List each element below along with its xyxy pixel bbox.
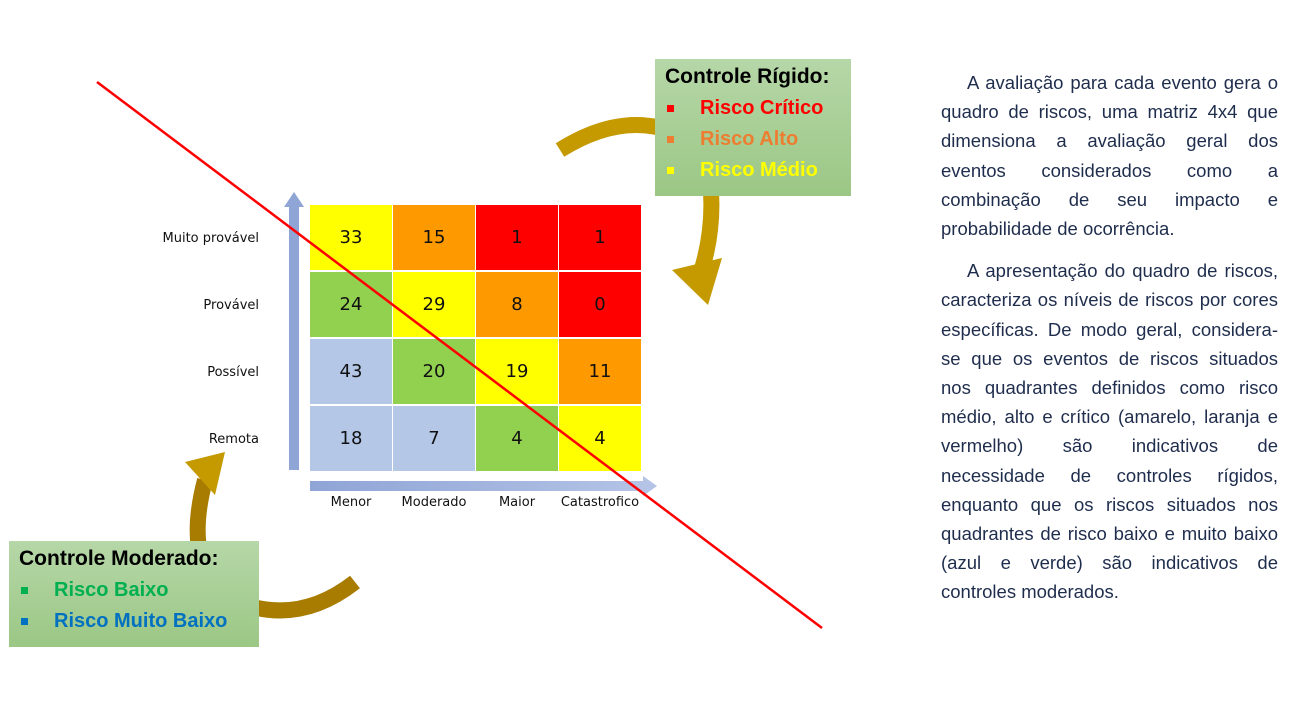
x-axis-arrow bbox=[310, 476, 657, 496]
matrix-cell: 43 bbox=[310, 339, 392, 404]
matrix-cell: 18 bbox=[310, 406, 392, 471]
controle-moderado-box: Controle Moderado: Risco Baixo Risco Mui… bbox=[9, 541, 259, 647]
matrix-cell: 24 bbox=[310, 272, 392, 337]
matrix-cell: 19 bbox=[476, 339, 558, 404]
rigido-title: Controle Rígido: bbox=[665, 65, 830, 88]
matrix-cell: 33 bbox=[310, 205, 392, 270]
legend-label: Risco Crítico bbox=[700, 97, 824, 119]
row-label: Muito provável bbox=[162, 231, 259, 246]
y-axis-arrow bbox=[284, 192, 304, 470]
bullet-icon bbox=[21, 587, 28, 594]
paragraph-1: A avaliação para cada evento gera o quad… bbox=[941, 72, 1278, 240]
row-label: Possível bbox=[207, 365, 259, 380]
legend-label: Risco Baixo bbox=[54, 579, 169, 601]
bullet-icon bbox=[21, 618, 28, 625]
legend-item: Risco Crítico bbox=[665, 93, 841, 124]
bullet-icon bbox=[667, 167, 674, 174]
legend-item: Risco Médio bbox=[665, 155, 841, 186]
row-label: Remota bbox=[208, 432, 259, 447]
legend-item: Risco Alto bbox=[665, 124, 841, 155]
matrix-cell: 1 bbox=[476, 205, 558, 270]
paragraph-2: A apresentação do quadro de riscos, cara… bbox=[941, 260, 1278, 603]
bullet-icon bbox=[667, 105, 674, 112]
matrix-cell: 0 bbox=[559, 272, 641, 337]
legend-item: Risco Baixo bbox=[19, 575, 249, 606]
matrix-cell: 11 bbox=[559, 339, 641, 404]
controle-rigido-box: Controle Rígido: Risco Crítico Risco Alt… bbox=[655, 59, 851, 196]
matrix-cell: 1 bbox=[559, 205, 641, 270]
col-label: Catastrofico bbox=[560, 495, 640, 510]
legend-label: Risco Alto bbox=[700, 128, 799, 150]
description-text: A avaliação para cada evento gera o quad… bbox=[941, 68, 1278, 620]
matrix-cell: 4 bbox=[476, 406, 558, 471]
matrix-cell: 20 bbox=[393, 339, 475, 404]
matrix-cell: 15 bbox=[393, 205, 475, 270]
matrix-cell: 29 bbox=[393, 272, 475, 337]
moderado-title: Controle Moderado: bbox=[19, 547, 219, 570]
legend-label: Risco Muito Baixo bbox=[54, 610, 228, 632]
legend-label: Risco Médio bbox=[700, 159, 818, 181]
matrix-cell: 8 bbox=[476, 272, 558, 337]
row-label: Provável bbox=[203, 298, 259, 313]
matrix-cell: 4 bbox=[559, 406, 641, 471]
bullet-icon bbox=[667, 136, 674, 143]
legend-item: Risco Muito Baixo bbox=[19, 606, 249, 637]
matrix-cell: 7 bbox=[393, 406, 475, 471]
